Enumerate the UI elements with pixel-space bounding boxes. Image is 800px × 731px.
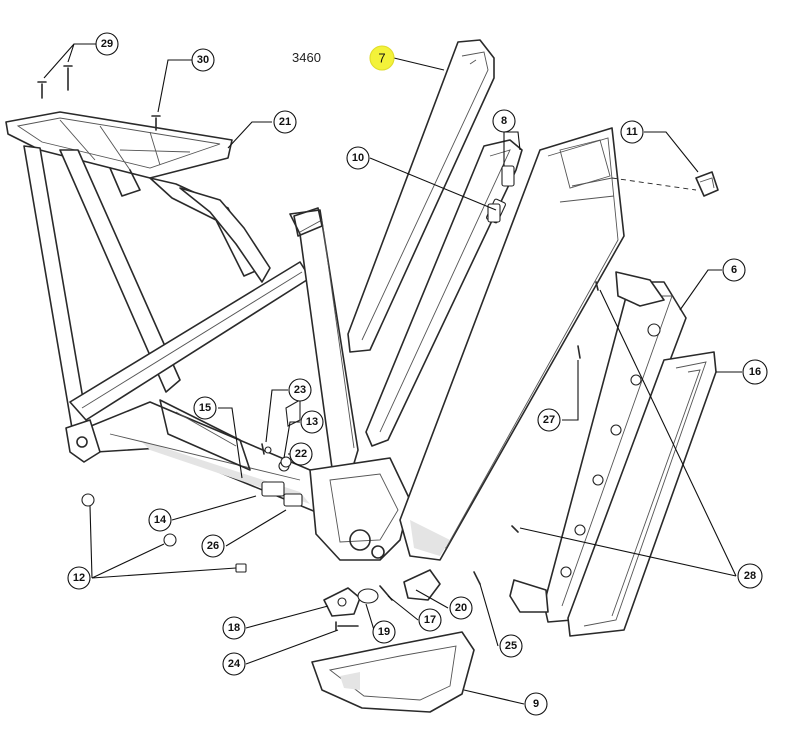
- svg-text:29: 29: [101, 38, 113, 50]
- svg-text:6: 6: [731, 264, 737, 276]
- svg-text:30: 30: [197, 54, 209, 66]
- callout-11: 11: [620, 120, 644, 144]
- callout-13: 13: [300, 410, 324, 434]
- svg-text:16: 16: [749, 366, 761, 378]
- callout-26: 26: [201, 534, 225, 558]
- hardware-parts: [37, 65, 599, 631]
- svg-text:26: 26: [207, 540, 219, 552]
- svg-text:11: 11: [626, 126, 638, 138]
- down-tube-cover: [347, 39, 495, 353]
- svg-text:24: 24: [228, 658, 241, 670]
- callout-8: 8: [492, 109, 516, 133]
- callout-29: 29: [95, 32, 119, 56]
- callout-18: 18: [222, 616, 246, 640]
- callout-12: 12: [67, 566, 91, 590]
- callout-30: 30: [191, 48, 215, 72]
- callout-28: 28: [737, 563, 763, 589]
- svg-text:15: 15: [199, 402, 211, 414]
- callout-27: 27: [537, 408, 561, 432]
- callout-20: 20: [449, 596, 473, 620]
- leader-lines: [43, 43, 742, 705]
- svg-text:13: 13: [306, 416, 318, 428]
- svg-text:8: 8: [501, 115, 507, 127]
- svg-text:27: 27: [543, 414, 555, 426]
- callout-21: 21: [273, 110, 297, 134]
- svg-text:19: 19: [378, 626, 390, 638]
- svg-text:25: 25: [505, 640, 517, 652]
- battery: [399, 127, 625, 561]
- svg-text:17: 17: [424, 614, 436, 626]
- callout-22: 22: [289, 442, 313, 466]
- callout-24: 24: [222, 652, 246, 676]
- callout-10: 10: [346, 146, 370, 170]
- svg-text:23: 23: [294, 384, 306, 396]
- callout-9: 9: [524, 692, 548, 716]
- svg-text:18: 18: [228, 622, 240, 634]
- motor-cover: [311, 631, 475, 713]
- callout-7-highlighted: 7: [369, 45, 395, 71]
- svg-text:7: 7: [378, 51, 385, 66]
- callout-14: 14: [148, 508, 172, 532]
- rail-cover: [567, 351, 717, 637]
- callout-6: 6: [722, 258, 746, 282]
- svg-text:22: 22: [295, 448, 307, 460]
- part-11-cap: [695, 171, 719, 197]
- svg-text:28: 28: [744, 570, 756, 582]
- callout-19: 19: [372, 620, 396, 644]
- drawing-number: 3460: [292, 50, 321, 65]
- callout-25: 25: [499, 634, 523, 658]
- svg-text:12: 12: [73, 572, 85, 584]
- svg-text:10: 10: [352, 152, 364, 164]
- svg-text:20: 20: [455, 602, 467, 614]
- callout-23: 23: [288, 378, 312, 402]
- callout-17: 17: [418, 608, 442, 632]
- callout-16: 16: [742, 359, 768, 385]
- svg-text:21: 21: [279, 116, 291, 128]
- bicycle-frame: [5, 111, 411, 561]
- svg-text:9: 9: [533, 698, 539, 710]
- rear-rack: [5, 111, 233, 197]
- svg-text:14: 14: [154, 514, 167, 526]
- battery-rail: [509, 271, 687, 623]
- callout-15: 15: [193, 396, 217, 420]
